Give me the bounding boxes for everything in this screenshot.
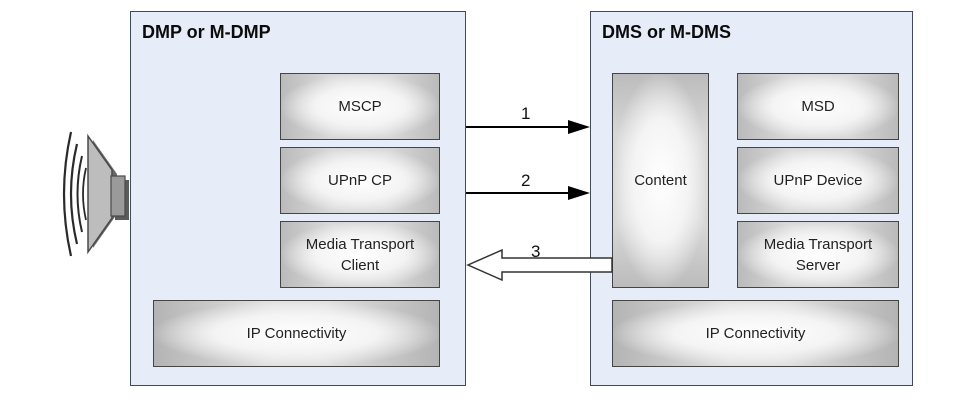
mscp-label: MSCP: [338, 98, 382, 115]
media-transport-client-line1: Media Transport: [305, 235, 415, 253]
arrow-1: 1: [466, 104, 590, 134]
content-label: Content: [634, 172, 687, 189]
upnp-device-block: UPnP Device: [737, 147, 899, 214]
media-transport-client-line2: Client: [340, 256, 380, 274]
media-transport-server-line1: Media Transport: [763, 235, 873, 253]
player-ip-connectivity-label: IP Connectivity: [246, 325, 347, 342]
server-panel: DMS or M-DMS Content MSD UPnP Device Med…: [590, 11, 913, 386]
media-transport-server-block: Media Transport Server: [737, 221, 899, 288]
arrow-1-label: 1: [521, 104, 530, 123]
upnp-cp-label: UPnP CP: [328, 172, 392, 189]
media-transport-server-line2: Server: [795, 256, 841, 274]
arrow-2: 2: [466, 171, 590, 200]
player-panel: DMP or M-DMP MSCP UPnP CP Media Transpor…: [130, 11, 466, 386]
media-transport-client-block: Media Transport Client: [280, 221, 440, 288]
arrow-3: 3: [466, 242, 613, 282]
upnp-device-label: UPnP Device: [773, 172, 863, 189]
player-panel-title: DMP or M-DMP: [142, 22, 271, 42]
content-block: Content: [612, 73, 709, 288]
player-ip-connectivity-block: IP Connectivity: [153, 300, 440, 367]
msd-label: MSD: [801, 98, 835, 115]
arrow-3-label: 3: [531, 242, 540, 261]
arrow-2-label: 2: [521, 171, 530, 190]
upnp-cp-block: UPnP CP: [280, 147, 440, 214]
server-panel-title: DMS or M-DMS: [602, 22, 731, 42]
msd-block: MSD: [737, 73, 899, 140]
mscp-block: MSCP: [280, 73, 440, 140]
server-ip-connectivity-block: IP Connectivity: [612, 300, 899, 367]
speaker-icon: [62, 131, 129, 257]
server-ip-connectivity-label: IP Connectivity: [705, 325, 806, 342]
